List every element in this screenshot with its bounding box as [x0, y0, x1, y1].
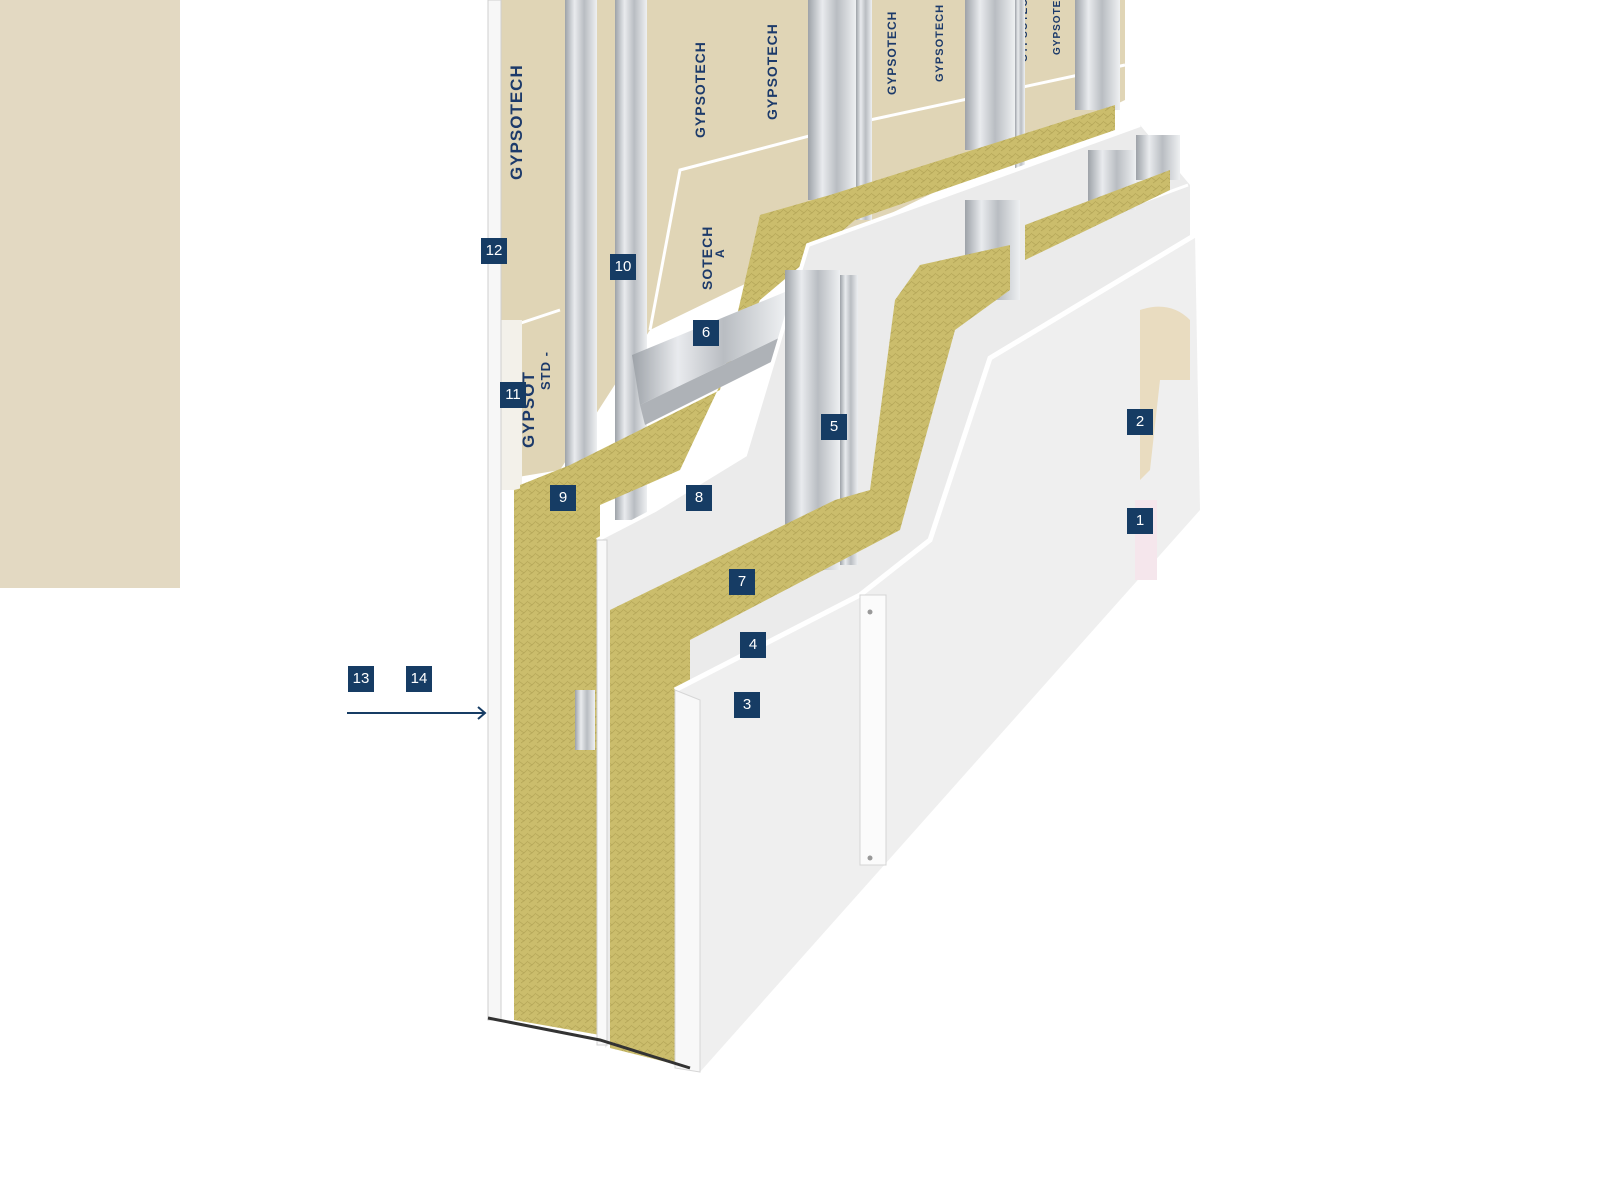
steel-stud [1015, 0, 1025, 170]
beige-side-panel [0, 0, 180, 588]
front-gypsum-board [675, 235, 1200, 1072]
steel-stud [565, 0, 597, 470]
board-marking: GYPSOTECH [764, 23, 780, 120]
steel-stud [856, 0, 872, 220]
steel-stud [840, 275, 858, 565]
steel-stud [965, 0, 1015, 150]
steel-stud [1075, 0, 1120, 110]
steel-channel [640, 335, 785, 425]
insulation-block [610, 245, 1010, 1068]
steel-stud [575, 690, 595, 750]
callout-1: 1 [1127, 508, 1153, 534]
callout-3: 3 [734, 692, 760, 718]
callout-2: 2 [1127, 409, 1153, 435]
steel-channel [632, 292, 785, 405]
board-marking: GYPSOTECH [934, 4, 946, 82]
board-marking: GYPSOTECH [507, 64, 526, 180]
callout-11: 11 [500, 382, 526, 408]
callout-5: 5 [821, 414, 847, 440]
insulation-layer [520, 105, 1115, 505]
callout-10: 10 [610, 254, 636, 280]
callout-13: 13 [348, 666, 374, 692]
insulation-layer [1025, 170, 1170, 260]
board-marking: GYPSOTECH [885, 11, 899, 95]
callout-9: 9 [550, 485, 576, 511]
bottom-edge [487, 1016, 691, 1070]
screw [867, 855, 873, 861]
board-edge [596, 123, 1141, 542]
callout-7: 7 [729, 569, 755, 595]
board-edge [596, 539, 608, 1046]
board-joint [859, 594, 887, 866]
arrow-head-icon [477, 706, 487, 720]
outer-board-edge [487, 0, 502, 1021]
board-marking: SOTECH [699, 226, 715, 290]
callout-14: 14 [406, 666, 432, 692]
board-edge [673, 232, 1197, 693]
board-marking: GYPSOTECH [692, 41, 708, 138]
board-marking: A [713, 248, 727, 258]
callout-8: 8 [686, 485, 712, 511]
finish-layer-peel [1140, 306, 1190, 480]
board-marking: STD - [538, 351, 553, 390]
steel-stud [1136, 135, 1180, 180]
steel-stud [808, 0, 856, 200]
board-edge [674, 689, 701, 1073]
callout-12: 12 [481, 238, 507, 264]
callout-4: 4 [740, 632, 766, 658]
insulation-block [514, 468, 600, 1035]
callout-6: 6 [693, 320, 719, 346]
screw [867, 609, 873, 615]
board-marking: GYPSOTECH [1052, 0, 1063, 55]
